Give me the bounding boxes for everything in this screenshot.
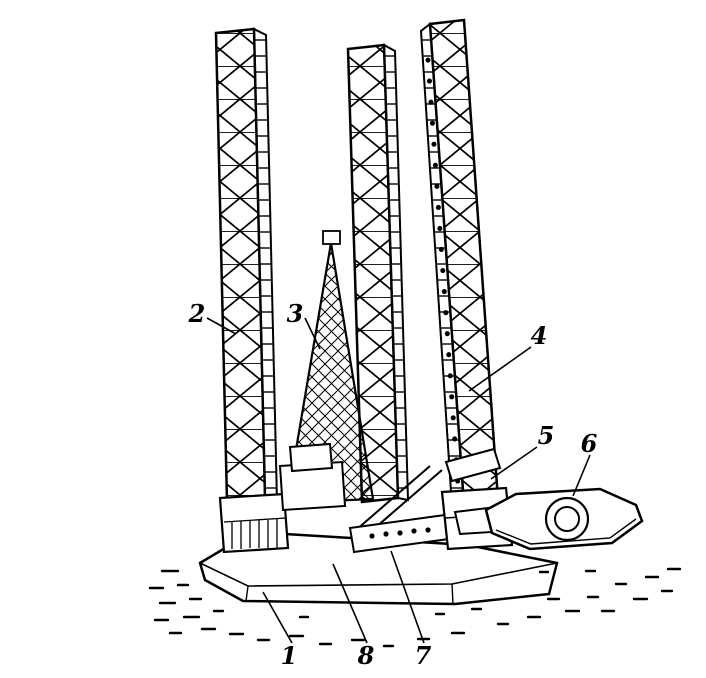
porthole [397, 530, 403, 536]
leader-lines [206, 317, 591, 644]
port-jackhouse-panels [223, 517, 287, 549]
labels: 2 3 4 5 6 1 8 7 [188, 299, 598, 670]
label-1: 1 [281, 641, 298, 670]
crown-block [322, 230, 341, 245]
helideck-rim [495, 518, 637, 545]
leader-line-7 [390, 550, 425, 644]
label-3: 3 [287, 299, 304, 328]
hull-chines [245, 583, 454, 605]
hull [198, 530, 559, 606]
label-5: 5 [538, 421, 555, 450]
deck-structures [218, 442, 514, 554]
leader-line-3 [304, 317, 321, 350]
label-7: 7 [415, 641, 432, 670]
helideck-platform [484, 487, 644, 551]
leader-line-5 [490, 446, 538, 480]
port-jackhouse [218, 492, 290, 554]
porthole [425, 527, 431, 533]
leg-guide-clamp [444, 447, 502, 483]
helipad-outer-circle [544, 496, 590, 542]
leader-line-1 [262, 591, 293, 644]
leader-line-4 [468, 346, 532, 392]
leader-line-6 [572, 454, 591, 497]
water-ripples [148, 567, 682, 648]
center-lattice-leg [346, 43, 410, 504]
deck-edge [199, 562, 558, 587]
leader-line-8 [332, 563, 368, 644]
substructure-box-upper [288, 442, 334, 473]
porthole [411, 528, 417, 534]
label-4: 4 [531, 321, 548, 350]
porthole [383, 531, 389, 537]
helipad-inner-circle [554, 506, 580, 532]
label-2: 2 [188, 299, 206, 328]
label-8: 8 [357, 641, 375, 670]
leader-line-2 [206, 317, 237, 335]
label-6: 6 [581, 429, 598, 458]
porthole [369, 533, 375, 539]
helideck [453, 487, 644, 551]
